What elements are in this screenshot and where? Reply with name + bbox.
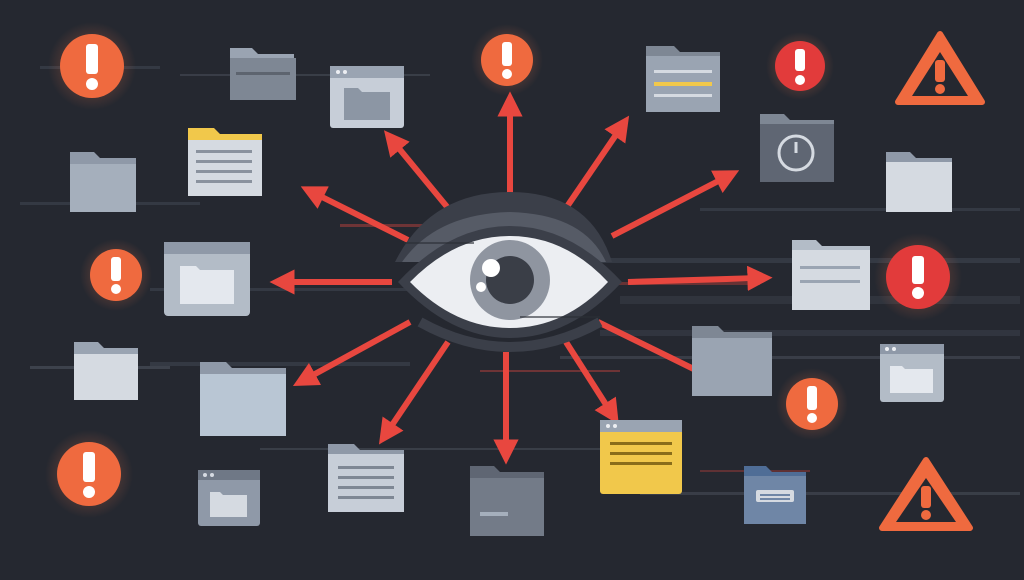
arrow-nne bbox=[563, 115, 630, 210]
alert-icon bbox=[471, 24, 543, 96]
folder-icon bbox=[164, 242, 250, 316]
alert-icon bbox=[45, 430, 133, 518]
folder-icon bbox=[692, 326, 772, 396]
arrow-nnw bbox=[383, 130, 451, 210]
alert-icon bbox=[874, 233, 962, 321]
alert-icon bbox=[80, 239, 152, 311]
document-icon bbox=[328, 444, 404, 512]
arrow-e bbox=[627, 265, 773, 291]
arrow-se bbox=[563, 340, 619, 425]
arrow-ne bbox=[610, 170, 740, 239]
folder-icon bbox=[198, 470, 260, 526]
document-icon bbox=[744, 466, 806, 524]
folder-icon bbox=[470, 466, 544, 536]
warning-triangle-icon bbox=[895, 31, 985, 105]
document-icon bbox=[646, 46, 720, 112]
folder-icon bbox=[200, 362, 286, 436]
document-icon bbox=[792, 240, 870, 310]
folder-icon bbox=[230, 48, 296, 100]
document-icon bbox=[600, 420, 682, 494]
eye-icon bbox=[395, 192, 622, 352]
arrow-sw bbox=[378, 340, 451, 445]
document-icon bbox=[188, 128, 262, 196]
arrow-nw bbox=[300, 186, 410, 243]
alerts bbox=[45, 22, 985, 531]
folder-icon bbox=[330, 66, 404, 128]
clock-folder-icon bbox=[760, 114, 834, 182]
alert-icon bbox=[776, 368, 848, 440]
alert-icon bbox=[766, 32, 834, 100]
warning-triangle-icon bbox=[879, 457, 973, 531]
folders bbox=[70, 46, 952, 536]
alert-icon bbox=[48, 22, 136, 110]
folder-icon bbox=[886, 152, 952, 212]
arrow-wsw bbox=[292, 319, 412, 387]
folder-icon bbox=[74, 342, 138, 400]
folder-icon bbox=[880, 344, 944, 402]
folder-icon bbox=[70, 152, 136, 212]
